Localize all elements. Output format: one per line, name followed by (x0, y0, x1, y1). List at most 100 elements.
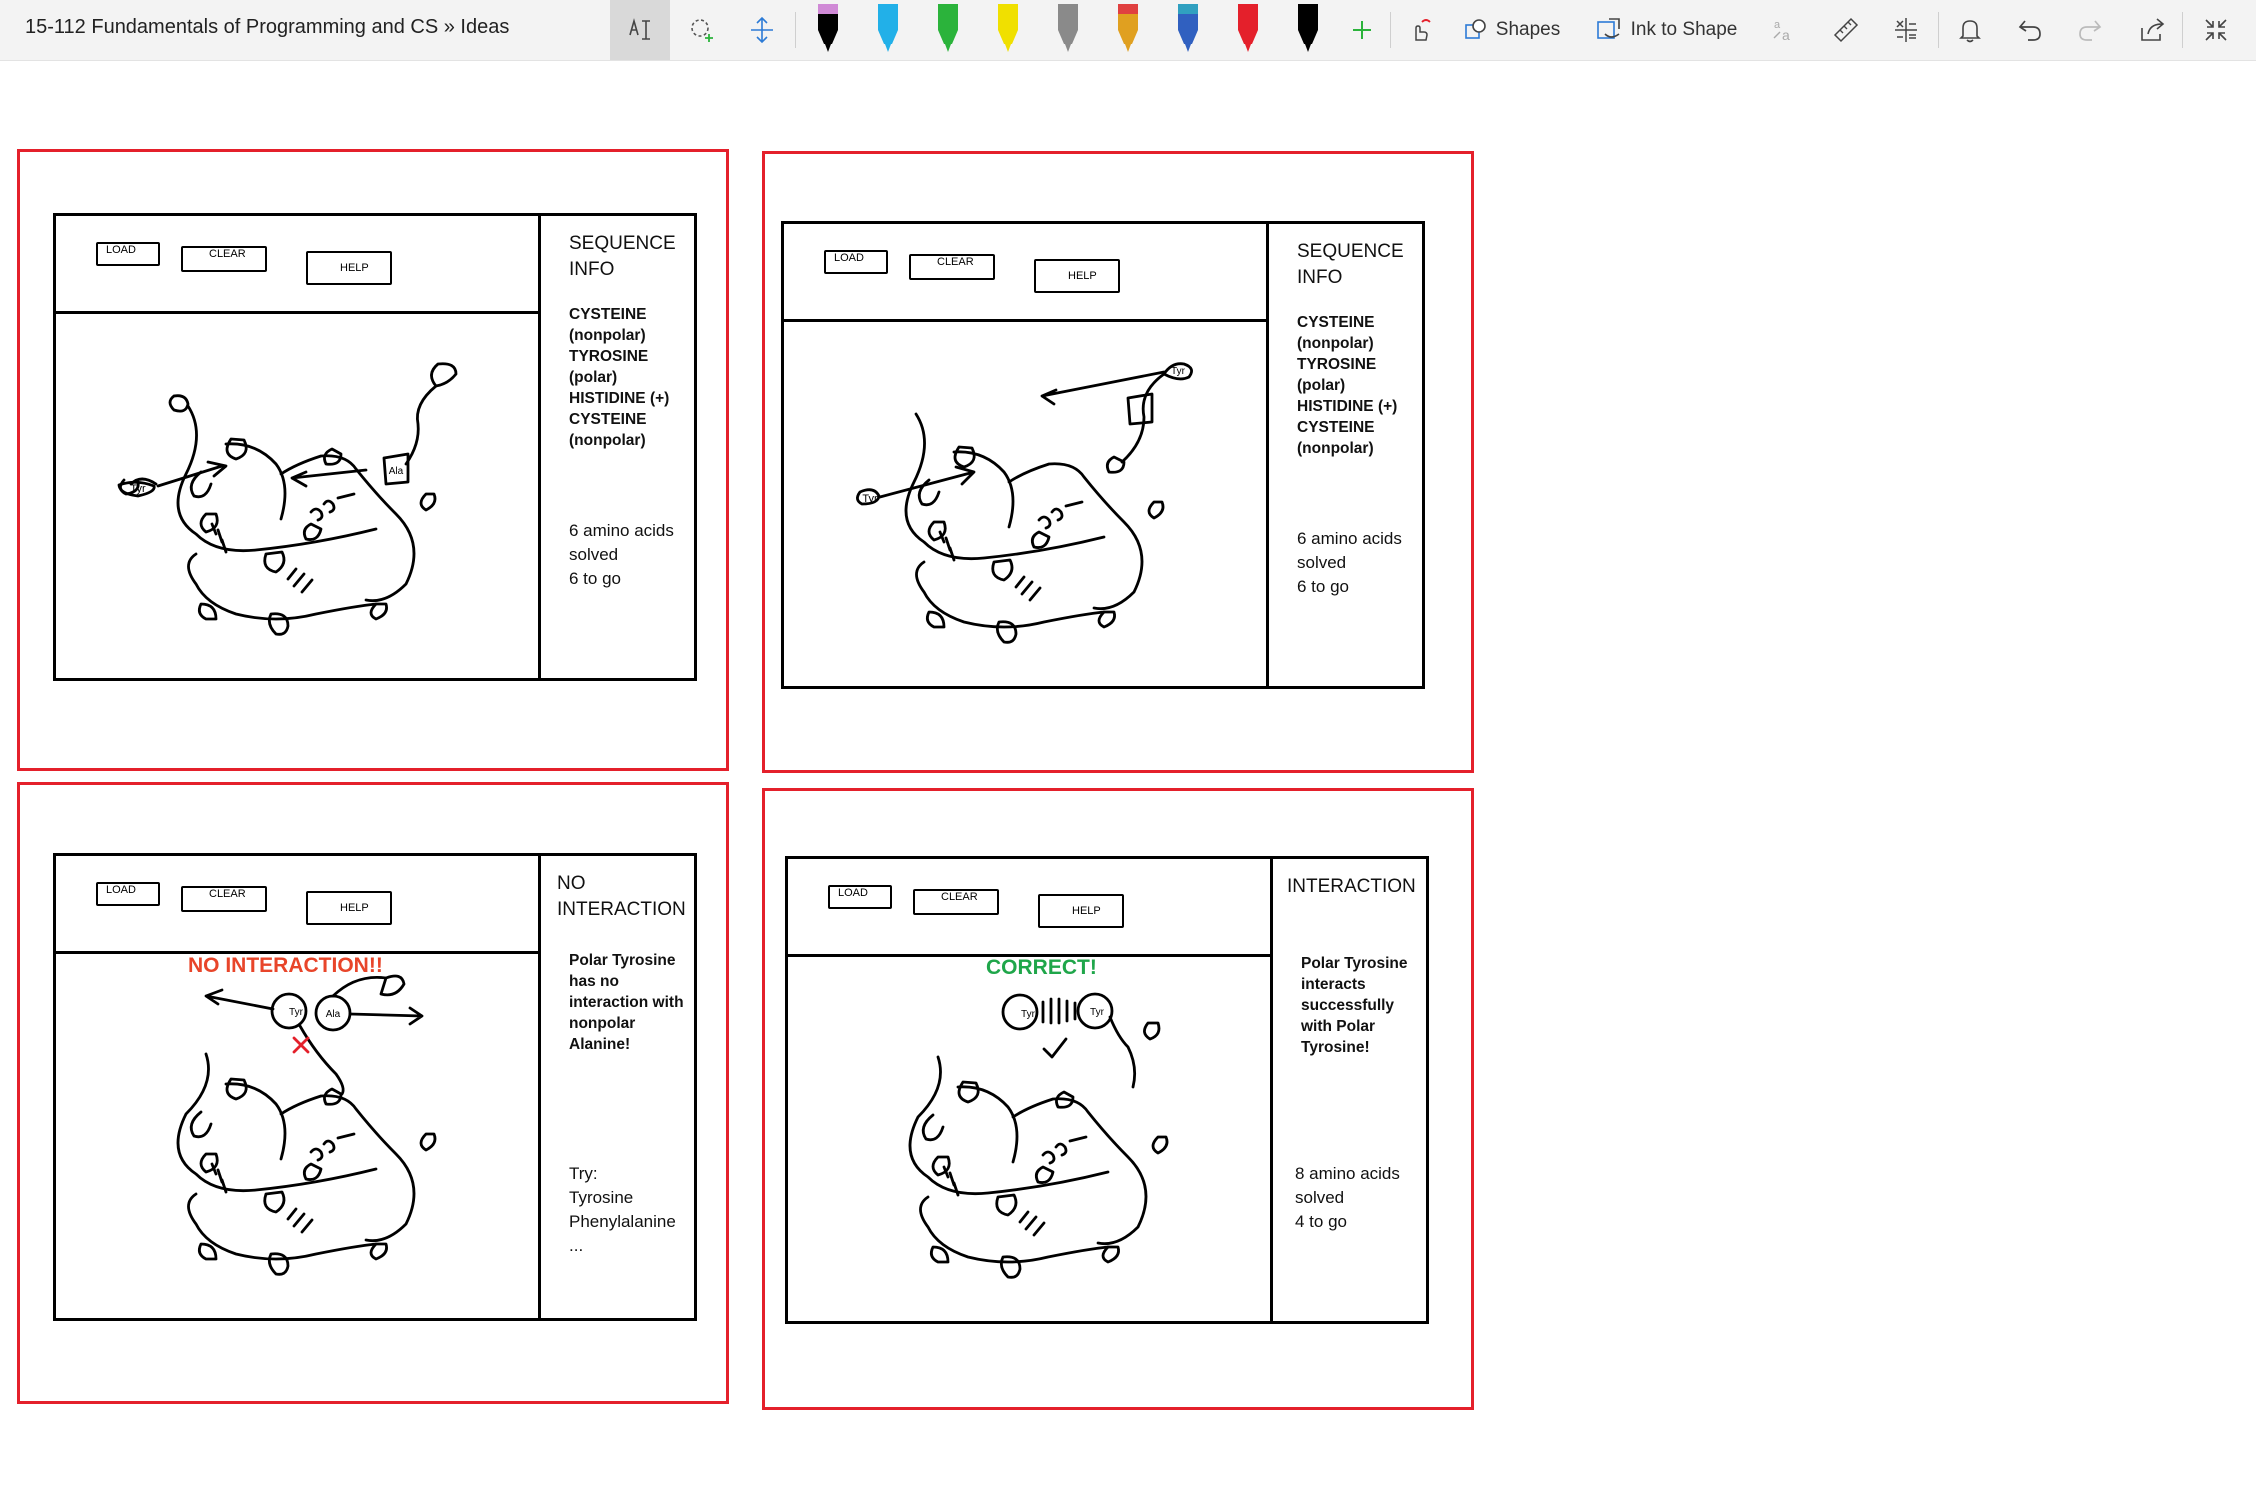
type-select-icon (629, 18, 650, 40)
rainbow-pen-icon (1118, 4, 1138, 52)
sidebar-sequence-list: CYSTEINE (nonpolar) TYROSINE (polar) HIS… (569, 306, 670, 449)
page-breadcrumb[interactable]: 15-112 Fundamentals of Programming and C… (25, 16, 510, 38)
lasso-select-button[interactable] (672, 0, 732, 60)
ala-label: Ala (389, 466, 404, 477)
sidebar-title: SEQUENCE INFO (1297, 241, 1404, 288)
red-pen-button[interactable] (1226, 0, 1270, 60)
black-highlighter-pen-button[interactable] (806, 0, 850, 60)
ink-to-text-icon: a a (1773, 19, 1790, 43)
ruler-button[interactable] (1824, 0, 1868, 60)
sidebar-sequence-list: CYSTEINE (nonpolar) TYROSINE (polar) HIS… (1297, 314, 1398, 457)
sketch-load-button[interactable]: LOAD (828, 885, 892, 909)
touch-drawing-button[interactable] (1398, 0, 1442, 60)
sketch-load-button[interactable]: LOAD (824, 250, 888, 274)
yellow-highlighter-icon (998, 4, 1018, 52)
rainbow-pen-button[interactable] (1106, 0, 1150, 60)
green-pen-button[interactable] (926, 0, 970, 60)
protein-sketch-3: Tyr Ala (176, 974, 437, 1276)
add-pen-button[interactable] (1340, 0, 1384, 60)
plus-icon (1353, 21, 1371, 39)
shapes-label: Shapes (1495, 19, 1561, 40)
tyr-label: Tyr (130, 483, 146, 495)
redo-icon (2079, 20, 2102, 41)
mockup-window-2: LOAD CLEAR HELP SEQUENCE INFO CYSTEINE (… (781, 221, 1425, 689)
sketch-help-button[interactable]: HELP (306, 251, 392, 285)
ala-label: Ala (326, 1009, 341, 1020)
protein-sketch-4: Tyr Tyr (908, 992, 1169, 1279)
exit-full-screen-button[interactable] (2194, 0, 2238, 60)
ink-to-shape-icon (1596, 18, 1620, 39)
redo-button[interactable] (2068, 0, 2112, 60)
mockup-header: LOAD CLEAR HELP (784, 224, 1269, 322)
notifications-button[interactable] (1948, 0, 1992, 60)
galaxy-pen-button[interactable] (1166, 0, 1210, 60)
protein-sketch-1: Tyr Ala (117, 362, 458, 636)
ink-to-shape-button[interactable]: Ink to Shape (1586, 0, 1746, 60)
black-pen-icon (1298, 4, 1318, 52)
tyr-label-left: Tyr (862, 493, 878, 505)
sketch-help-button[interactable]: HELP (1034, 259, 1120, 293)
draw-with-touch-icon (1415, 19, 1431, 41)
sidebar-title: NO INTERACTION (557, 873, 686, 920)
ink-to-math-button[interactable] (1884, 0, 1928, 60)
protein-sketch-2: Tyr Tyr (856, 362, 1193, 644)
share-button[interactable] (2130, 0, 2174, 60)
gray-pencil-button[interactable] (1046, 0, 1090, 60)
sidebar-title: INTERACTION (1287, 876, 1416, 897)
undo-button[interactable] (2008, 0, 2052, 60)
mockup-window-1: LOAD CLEAR HELP SEQUENCE INFO CYSTEINE (… (53, 213, 697, 681)
gray-pencil-icon (1058, 4, 1078, 52)
tyr-label-right: Tyr (1090, 1007, 1105, 1018)
sketch-clear-button[interactable]: CLEAR (909, 254, 995, 280)
sketch-clear-button[interactable]: CLEAR (181, 246, 267, 272)
blue-pen-button[interactable] (866, 0, 910, 60)
shapes-button[interactable]: Shapes (1456, 0, 1566, 60)
bell-icon (1959, 20, 1981, 43)
sketch-clear-button[interactable]: CLEAR (181, 886, 267, 912)
undo-icon (2018, 20, 2041, 41)
mockup-sidebar: NO INTERACTION Polar Tyrosine has no int… (538, 856, 694, 1318)
mockup-header: LOAD CLEAR HELP (788, 859, 1273, 957)
collapse-icon (2205, 19, 2227, 41)
storyboard-frame-2[interactable]: LOAD CLEAR HELP SEQUENCE INFO CYSTEINE (… (762, 151, 1474, 773)
sketch-help-button[interactable]: HELP (1038, 894, 1124, 928)
mockup-header: LOAD CLEAR HELP (56, 216, 541, 314)
black-pen-button[interactable] (1286, 0, 1330, 60)
storyboard-frame-1[interactable]: LOAD CLEAR HELP SEQUENCE INFO CYSTEINE (… (17, 149, 729, 771)
storyboard-frame-4[interactable]: LOAD CLEAR HELP INTERACTION Polar Tyrosi… (762, 788, 1474, 1410)
blue-pen-icon (878, 4, 898, 52)
mockup-sidebar: SEQUENCE INFO CYSTEINE (nonpolar) TYROSI… (1266, 224, 1422, 686)
correct-banner: CORRECT! (986, 956, 1097, 979)
tyr-label: Tyr (289, 1007, 304, 1018)
red-pen-icon (1238, 4, 1258, 52)
note-page-canvas[interactable]: LOAD CLEAR HELP SEQUENCE INFO CYSTEINE (… (0, 61, 2256, 1504)
sketch-load-button[interactable]: LOAD (96, 242, 160, 266)
sketch-load-button[interactable]: LOAD (96, 882, 160, 906)
shapes-icon (1464, 19, 1486, 39)
mockup-window-4: LOAD CLEAR HELP INTERACTION Polar Tyrosi… (785, 856, 1429, 1324)
tyr-label-top: Tyr (1171, 366, 1186, 377)
ink-to-text-button[interactable]: a a (1762, 0, 1806, 60)
mockup-sidebar: INTERACTION Polar Tyrosine interacts suc… (1270, 859, 1426, 1321)
lasso-text-select-button[interactable] (610, 0, 670, 60)
onenote-ribbon: 15-112 Fundamentals of Programming and C… (0, 0, 2256, 61)
yellow-highlighter-button[interactable] (986, 0, 1030, 60)
no-interaction-banner: NO INTERACTION!! (188, 954, 383, 977)
sketch-help-button[interactable]: HELP (306, 891, 392, 925)
sketch-clear-button[interactable]: CLEAR (913, 889, 999, 915)
share-icon (2141, 18, 2165, 41)
sidebar-progress: 8 amino acids solved 4 to go (1295, 1164, 1400, 1231)
add-space-button[interactable] (732, 0, 792, 60)
tyr-label-left: Tyr (1021, 1009, 1036, 1020)
black-highlighter-pen-icon (818, 4, 838, 52)
mockup-window-3: LOAD CLEAR HELP NO INTERACTION Polar Tyr… (53, 853, 697, 1321)
ruler-icon (1833, 17, 1859, 43)
svg-text:a: a (1782, 27, 1790, 43)
sidebar-progress: 6 amino acids solved 6 to go (1297, 529, 1402, 596)
ink-to-shape-label: Ink to Shape (1630, 19, 1738, 40)
math-icon (1895, 18, 1917, 42)
sidebar-progress: 6 amino acids solved 6 to go (569, 521, 674, 588)
green-pen-icon (938, 4, 958, 52)
add-space-icon (751, 16, 773, 44)
storyboard-frame-3[interactable]: LOAD CLEAR HELP NO INTERACTION Polar Tyr… (17, 782, 729, 1404)
